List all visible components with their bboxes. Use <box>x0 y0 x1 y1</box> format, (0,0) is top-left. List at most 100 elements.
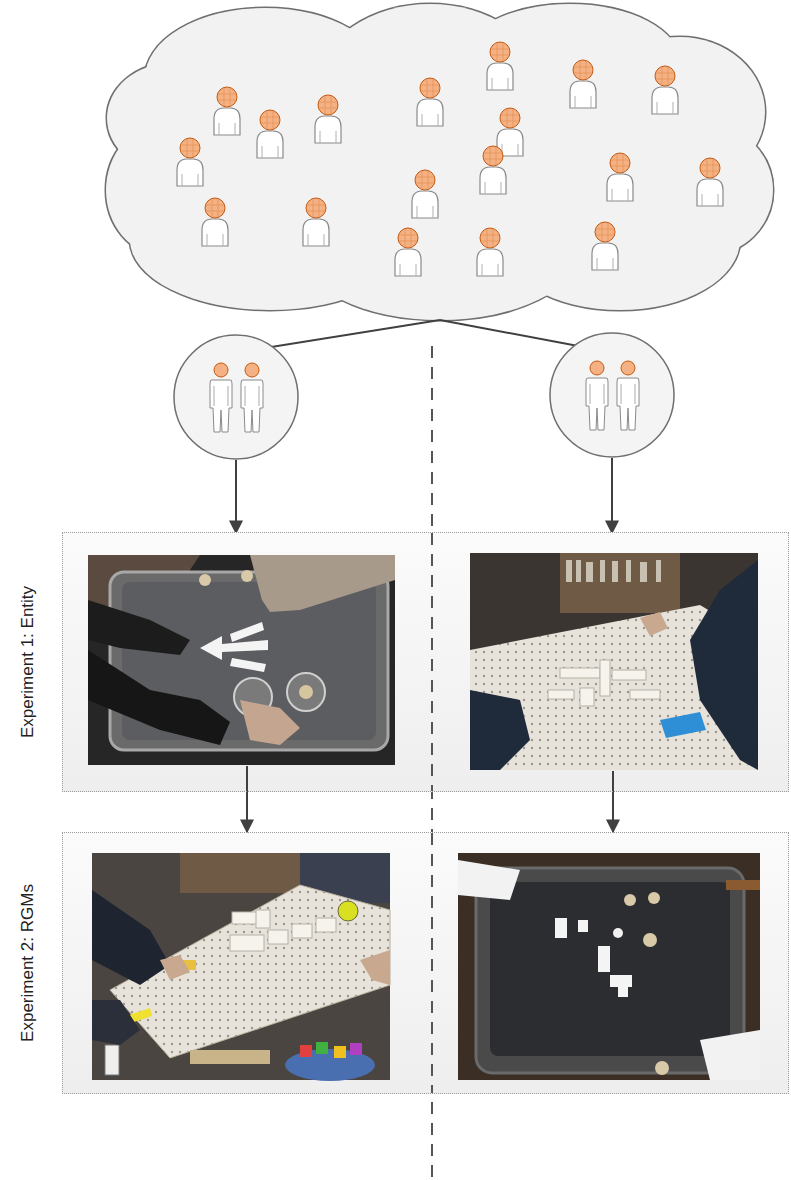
entry-arrow <box>611 458 613 533</box>
hand <box>640 612 668 636</box>
book <box>626 560 631 582</box>
block <box>548 690 574 699</box>
photo-tabletop <box>458 853 760 1080</box>
arrow-stub <box>246 766 248 792</box>
toy <box>350 1043 362 1055</box>
band-heading: Experiment 1: Entity <box>18 586 38 738</box>
person-icon <box>303 198 329 246</box>
cloud-lobe <box>190 60 690 280</box>
block <box>612 670 646 680</box>
hand <box>360 950 390 985</box>
person-icon <box>652 66 678 114</box>
pair-group <box>550 333 674 457</box>
puck <box>655 1061 669 1075</box>
virtual-shape <box>610 975 632 987</box>
wood-blocks <box>230 910 336 951</box>
paper-sheet <box>700 1030 760 1080</box>
book <box>612 561 618 582</box>
arrow-stub <box>612 771 614 792</box>
person-icon <box>417 78 443 126</box>
person-icon <box>257 110 283 158</box>
book <box>576 560 581 582</box>
puck <box>648 892 660 904</box>
person-icon <box>395 228 421 276</box>
photo-ground <box>458 853 760 1080</box>
puck <box>624 894 636 906</box>
cloud-lobe <box>190 60 690 280</box>
prop <box>105 1045 119 1075</box>
blue-card <box>660 712 706 738</box>
entry-arrow <box>235 460 237 533</box>
arm <box>92 890 170 985</box>
person-icon <box>177 138 203 186</box>
photo-ground <box>470 553 758 770</box>
puck <box>299 685 313 699</box>
virtual-arrow <box>230 658 266 672</box>
block <box>230 935 264 951</box>
band-heading: Experiment 2: RGMs <box>18 884 38 1042</box>
crowd-people <box>177 42 723 276</box>
pair-circle <box>174 335 298 459</box>
virtual-arrows <box>200 622 268 672</box>
arm <box>690 560 758 770</box>
photo-pegboard <box>470 553 758 770</box>
person-icon <box>570 60 596 108</box>
standing-person <box>210 363 232 432</box>
photo-tilted-board <box>92 853 390 1081</box>
virtual-shape <box>618 987 628 997</box>
flow-arrow <box>246 792 248 832</box>
puck <box>241 570 253 582</box>
standing-person <box>617 361 639 430</box>
arm <box>88 650 230 745</box>
person-icon <box>315 95 341 143</box>
split-arrows <box>240 320 610 352</box>
virtual-shape <box>598 946 610 972</box>
pen <box>726 880 760 890</box>
prop <box>190 1050 270 1064</box>
hand <box>160 955 190 980</box>
pair-group <box>174 335 298 459</box>
arm <box>250 555 395 612</box>
flow-arrow <box>612 792 614 832</box>
standing-person <box>586 361 608 430</box>
arm <box>470 690 530 770</box>
entry-arrows <box>236 458 612 533</box>
person-icon <box>214 87 240 135</box>
block <box>580 688 594 706</box>
cloud-outline <box>106 4 773 320</box>
wood-blocks <box>548 660 660 706</box>
bookshelf <box>180 853 300 893</box>
block <box>268 930 288 944</box>
photo-ground <box>88 555 395 765</box>
bookshelf <box>560 553 680 613</box>
book <box>656 560 661 582</box>
person-icon <box>607 153 633 201</box>
standing-person <box>241 363 263 432</box>
block <box>316 918 336 932</box>
block <box>630 690 660 699</box>
book <box>566 560 572 582</box>
virtual-arrow <box>230 622 264 642</box>
puck <box>199 574 211 586</box>
virtual-shape <box>578 920 588 932</box>
book <box>586 562 593 582</box>
virtual-shape <box>555 918 567 938</box>
book <box>600 560 605 582</box>
person-icon <box>412 170 438 218</box>
hand <box>240 700 300 745</box>
band-ground <box>62 832 789 1094</box>
toy <box>316 1042 328 1054</box>
person-icon <box>477 228 503 276</box>
arrow-stubs <box>247 766 613 792</box>
puck-ring <box>287 673 325 711</box>
person-icon <box>497 108 523 156</box>
crowd-cloud <box>106 4 773 320</box>
person-icon <box>697 158 723 206</box>
pair-circle <box>550 333 674 457</box>
table-screen <box>490 882 730 1056</box>
block <box>292 924 312 938</box>
